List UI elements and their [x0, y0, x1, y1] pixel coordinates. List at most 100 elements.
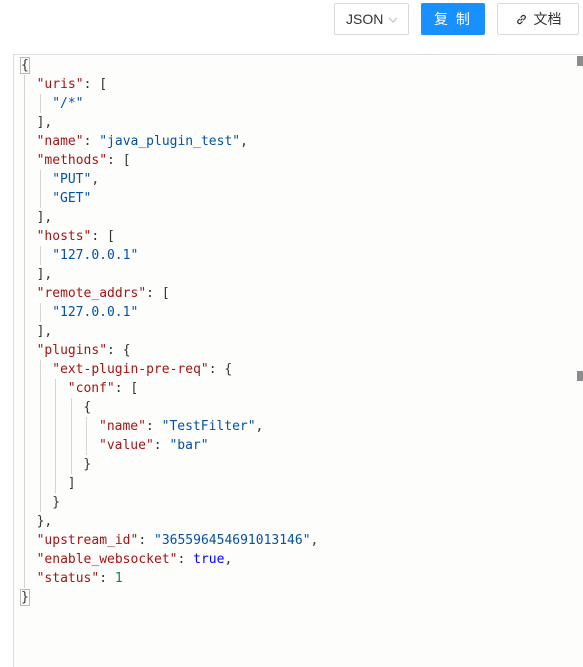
code-line-content: "enable_websocket": true,: [21, 552, 233, 567]
json-punctuation: :: [138, 533, 154, 548]
code-line[interactable]: "enable_websocket": true,: [21, 550, 583, 569]
code-line[interactable]: "upstream_id": "365596454691013146",: [21, 531, 583, 550]
code-line-content: "ext-plugin-pre-req": {: [21, 362, 232, 377]
json-key: "hosts": [36, 229, 92, 244]
json-string: "bar": [169, 438, 209, 453]
indent-guide: [24, 227, 25, 246]
json-punctuation: : [: [107, 153, 131, 168]
code-line[interactable]: ],: [21, 265, 583, 284]
code-line[interactable]: }: [20, 588, 583, 607]
json-punctuation: ]: [67, 476, 76, 491]
code-line-content: }: [21, 457, 91, 472]
code-line[interactable]: "127.0.0.1": [21, 303, 583, 322]
json-punctuation: }: [83, 457, 92, 472]
indent-guide: [70, 436, 72, 455]
code-line[interactable]: "PUT",: [21, 170, 583, 189]
code-line[interactable]: "plugins": {: [21, 341, 583, 360]
indent-guide: [86, 417, 88, 436]
indent-guide: [39, 94, 41, 113]
code-line[interactable]: "status": 1: [21, 569, 583, 588]
json-key: "name": [99, 419, 146, 434]
json-string: "PUT": [52, 172, 92, 187]
json-punctuation: ],: [36, 210, 53, 225]
code-line[interactable]: ]: [21, 474, 583, 493]
code-line[interactable]: ],: [21, 113, 583, 132]
code-line[interactable]: "name": "TestFilter",: [21, 417, 583, 436]
code-line[interactable]: }: [21, 455, 583, 474]
json-punctuation: : [: [91, 229, 115, 244]
indent-guide: [24, 455, 25, 474]
code-line[interactable]: ],: [21, 322, 583, 341]
json-key: "plugins": [36, 343, 108, 358]
json-string: "127.0.0.1": [52, 248, 139, 263]
copy-button[interactable]: 复 制: [421, 3, 485, 35]
code-area[interactable]: {"uris": ["/*"],"name": "java_plugin_tes…: [20, 56, 583, 667]
indent-guide: [55, 455, 57, 474]
overview-ruler-mark: [577, 371, 583, 381]
indent-guide: [24, 170, 25, 189]
indent-guide: [24, 360, 25, 379]
indent-guide: [55, 398, 57, 417]
indent-guide: [39, 474, 41, 493]
indent-guide: [24, 94, 25, 113]
code-line[interactable]: {: [20, 56, 583, 75]
indent-guide: [39, 170, 41, 189]
code-line[interactable]: "GET": [21, 189, 583, 208]
code-line-content: "/*": [21, 96, 83, 111]
json-punctuation: {: [20, 57, 30, 74]
code-line[interactable]: }: [21, 493, 583, 512]
indent-guide: [55, 436, 57, 455]
code-line[interactable]: ],: [21, 208, 583, 227]
indent-guide: [39, 436, 41, 455]
json-key: "remote_addrs": [36, 286, 147, 301]
code-line[interactable]: {: [21, 398, 583, 417]
json-keyword: true: [193, 552, 225, 567]
format-select-value: JSON: [346, 11, 384, 27]
code-line-content: {: [20, 57, 30, 74]
indent-guide: [24, 512, 25, 531]
json-punctuation: },: [36, 514, 53, 529]
link-icon: [515, 13, 528, 26]
indent-guide: [39, 455, 41, 474]
format-select[interactable]: JSON: [334, 3, 409, 35]
code-line-content: }: [20, 589, 30, 606]
indent-guide: [39, 398, 41, 417]
code-line[interactable]: "hosts": [: [21, 227, 583, 246]
json-code-editor[interactable]: {"uris": ["/*"],"name": "java_plugin_tes…: [13, 54, 583, 667]
code-line[interactable]: "127.0.0.1": [21, 246, 583, 265]
code-line-content: "127.0.0.1": [21, 305, 138, 320]
code-line-content: {: [21, 400, 91, 415]
code-line[interactable]: "conf": [: [21, 379, 583, 398]
docs-button[interactable]: 文档: [497, 3, 579, 35]
code-line[interactable]: "methods": [: [21, 151, 583, 170]
code-line[interactable]: "remote_addrs": [: [21, 284, 583, 303]
indent-guide: [55, 474, 57, 493]
indent-guide: [70, 398, 72, 417]
editor-toolbar: JSON 复 制 文档: [0, 3, 583, 35]
json-punctuation: : {: [107, 343, 131, 358]
indent-guide: [24, 493, 25, 512]
json-key: "status": [36, 571, 100, 586]
indent-guide: [39, 189, 41, 208]
chevron-down-icon: [387, 13, 399, 29]
code-line-content: ],: [21, 115, 53, 130]
code-line-content: "name": "TestFilter",: [21, 419, 263, 434]
code-line-content: ],: [21, 324, 53, 339]
code-line-content: "GET": [21, 191, 91, 206]
json-key: "upstream_id": [36, 533, 139, 548]
code-line[interactable]: "uris": [: [21, 75, 583, 94]
indent-guide: [24, 341, 25, 360]
code-line[interactable]: "value": "bar": [21, 436, 583, 455]
code-line[interactable]: "ext-plugin-pre-req": {: [21, 360, 583, 379]
json-punctuation: ,: [224, 552, 233, 567]
code-line[interactable]: "/*": [21, 94, 583, 113]
code-line[interactable]: },: [21, 512, 583, 531]
indent-guide: [55, 417, 57, 436]
indent-guide: [24, 474, 25, 493]
code-line-content: "upstream_id": "365596454691013146",: [21, 533, 319, 548]
indent-guide: [24, 417, 25, 436]
code-line-content: "plugins": {: [21, 343, 131, 358]
code-line[interactable]: "name": "java_plugin_test",: [21, 132, 583, 151]
json-key: "methods": [36, 153, 108, 168]
json-punctuation: ,: [240, 134, 248, 149]
